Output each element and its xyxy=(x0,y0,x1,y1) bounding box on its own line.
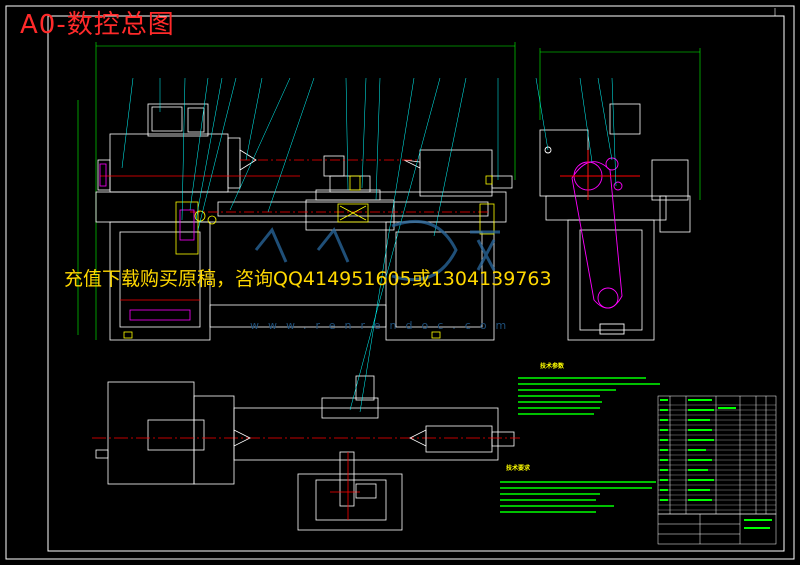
leader-lines xyxy=(121,77,617,413)
watermark-logo-icon xyxy=(254,219,500,282)
top-view-details xyxy=(92,429,520,520)
inner-border xyxy=(47,15,785,552)
sheet-title: A0-数控总图 xyxy=(20,10,175,40)
tech-params: 技术参数 技术要求 xyxy=(500,362,660,513)
top-view xyxy=(95,375,515,531)
side-view-details xyxy=(544,146,640,335)
watermark-url: www.renrendoc.com xyxy=(250,319,516,332)
title-block-rows xyxy=(658,404,776,511)
front-view xyxy=(95,103,513,341)
watermark-text: 充值下载购买原稿，咨询QQ414951605或1304139763 xyxy=(64,268,552,290)
front-view-details xyxy=(99,159,495,339)
tech-requirements-title: 技术要求 xyxy=(506,464,531,472)
tech-params-title: 技术参数 xyxy=(540,362,565,370)
outer-border xyxy=(5,5,795,560)
overall-dimension xyxy=(77,42,701,340)
title-block-fills xyxy=(660,399,772,529)
